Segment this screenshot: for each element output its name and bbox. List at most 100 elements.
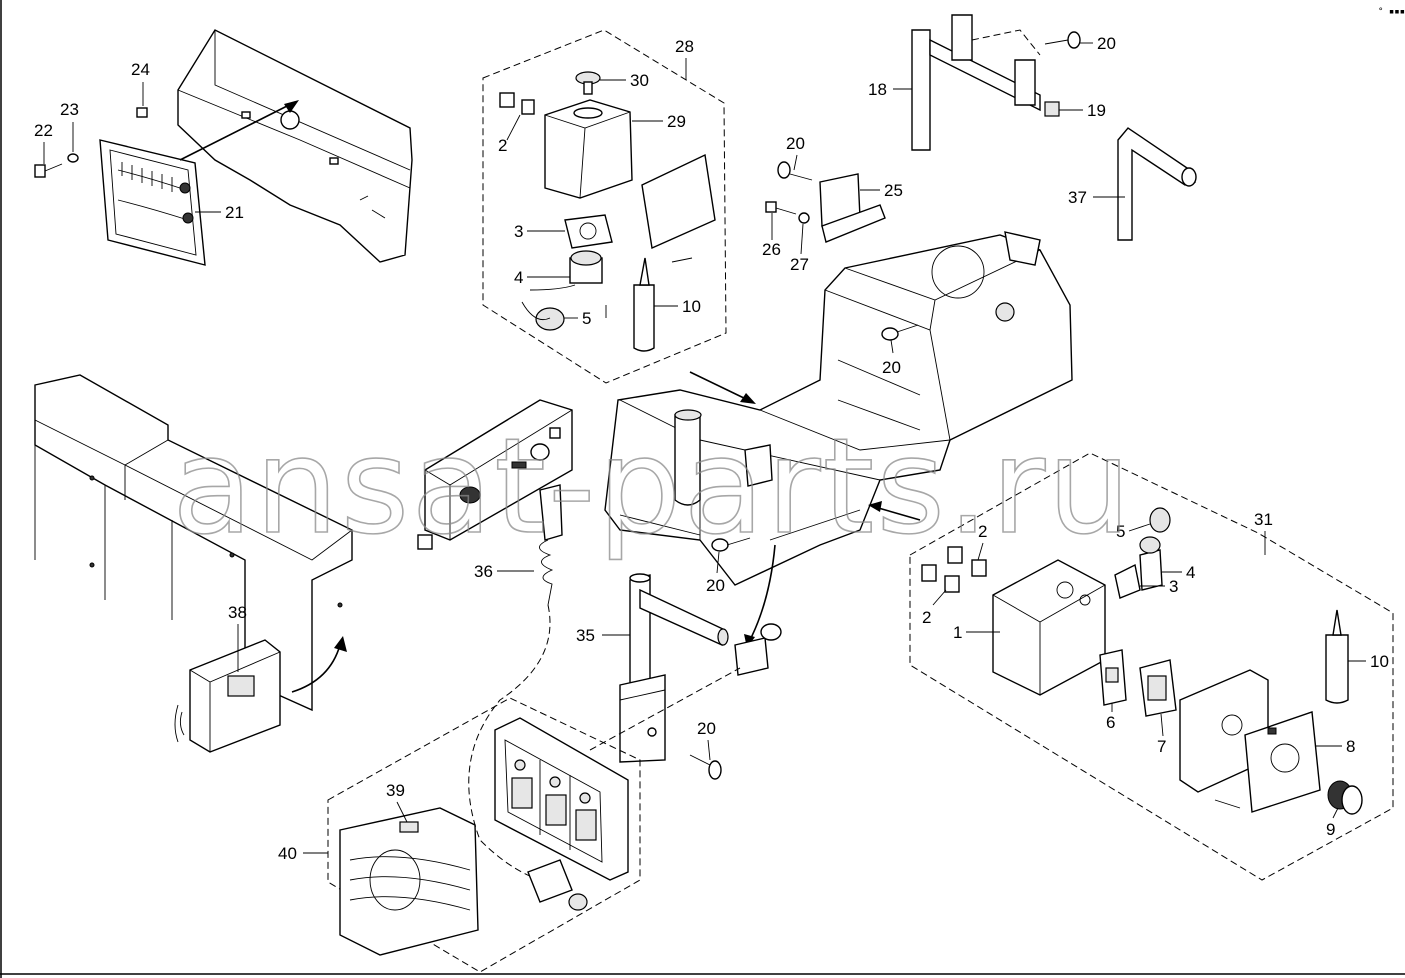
label-plate-8-illustration [1244,711,1321,813]
handle-37-illustration [1117,127,1197,241]
kit-28-install-arrowhead [740,393,756,404]
washer-23-icon [67,153,79,163]
callout-3-kit28: 3 [514,222,523,241]
machine-frame-illustration [604,231,1073,586]
kit-28-install-arrow [689,371,749,401]
display-cover-40-illustration [339,807,479,956]
bolt-26-icon [765,201,797,215]
bracket-25-illustration [819,173,886,243]
callout-7: 7 [1157,737,1166,756]
side-cover-illustration [34,374,353,712]
callout-23: 23 [60,100,79,119]
leader-20-bracket [793,154,798,171]
callout-20-column: 20 [697,719,716,738]
wing-bolt-20-frame-top-icon [881,324,919,341]
leader-20-column [707,739,711,761]
leader-2-kit31-top [977,542,984,561]
callout-26: 26 [762,240,781,259]
cap-19-icon [1044,101,1060,117]
wing-bolt-20-bracket-icon [777,161,813,181]
washer-27-icon [798,212,810,224]
column-35-illustration [619,573,782,763]
callout-30: 30 [630,71,649,90]
callout-20-frame-top: 20 [882,358,901,377]
callout-19: 19 [1087,101,1106,120]
nut-24-icon [136,107,148,118]
wing-bolt-20-top-icon [1044,31,1081,49]
callout-2-kit31-top: 2 [978,522,987,541]
callout-4-kit31: 4 [1186,563,1195,582]
kit-28-boundary [482,29,727,384]
bolt-22-icon [34,163,63,178]
leader-7 [1160,713,1164,737]
callout-18: 18 [868,80,887,99]
callout-5-kit28: 5 [582,309,591,328]
wing-bolt-20-frame-bottom-icon [711,537,751,552]
module-38-install-arrow [291,644,341,693]
callout-2-kit28: 2 [498,136,507,155]
junction-box-29-illustration [544,99,633,199]
control-module-38-illustration [174,639,281,753]
callout-9: 9 [1326,820,1335,839]
connector-4-kit-icon [569,250,603,284]
callout-40: 40 [278,844,297,863]
callout-20-frame-bottom: 20 [706,576,725,595]
kit-31-install-arrow [874,506,921,521]
sealant-tube-10-kit-icon [633,257,655,352]
callout-39: 39 [386,781,405,800]
gland-2-lower-icon [921,564,960,593]
callout-35: 35 [576,626,595,645]
dust-cap-5-kit31-icon [1149,507,1171,533]
gauge-housing-illustration [177,29,413,263]
cable-route-arrow [749,544,776,641]
gauge-panel-illustration [99,139,206,266]
gauge-mount-arrow [179,101,296,161]
cover-screw [671,257,693,263]
callout-4-kit28: 4 [514,268,523,287]
corner-mark: ° ▪▪▪ [1378,7,1405,17]
display-unit-illustration [494,717,629,881]
leader-2-kit31-bottom [932,589,947,606]
callout-8: 8 [1346,737,1355,756]
leader-39 [396,801,408,823]
callout-27: 27 [790,255,809,274]
cable-36-illustration [468,484,563,881]
wing-bolt-20-column-icon [689,754,722,780]
callout-20-top: 20 [1097,34,1116,53]
watermark-text: ansat-parts.ru [172,410,1133,564]
callout-21: 21 [225,203,244,222]
callout-5-kit31: 5 [1116,522,1125,541]
callout-25: 25 [884,181,903,200]
callout-1: 1 [953,623,962,642]
latch-39-icon [399,821,419,833]
rotary-knob-9-icon [1327,780,1363,815]
leader-9 [1332,807,1339,819]
callout-2-kit31-bottom: 2 [922,608,931,627]
callout-10-kit28: 10 [682,297,701,316]
leader-20-frame-bottom [716,551,720,574]
switch-6-icon [1099,649,1127,706]
callout-3-kit31: 3 [1169,577,1178,596]
leader-5-kit31 [1128,523,1151,532]
leader-2-kit28 [506,114,521,141]
switch-housing-illustration [417,399,573,550]
gauge-mount-arrowhead [284,100,299,113]
leader-20-frame-top [890,339,894,354]
gasket-3-kit31-icon [1114,563,1141,599]
callout-28: 28 [675,37,694,56]
washer-column [647,727,657,737]
callout-22: 22 [34,121,53,140]
connector-4-kit31-icon [1139,536,1163,591]
cover-plate-illustration [641,153,716,250]
plug-connector-illustration [527,859,588,911]
column-alignment-line [589,667,741,751]
callout-20-bracket: 20 [786,134,805,153]
cover-screw-kit31 [1214,799,1241,809]
cap-30-icon [575,71,601,95]
switch-7-icon [1139,659,1177,717]
gland-2-kit-icon [499,92,535,115]
leader-27 [800,223,804,255]
enclosure-1-illustration [992,559,1106,696]
callout-38: 38 [228,603,247,622]
